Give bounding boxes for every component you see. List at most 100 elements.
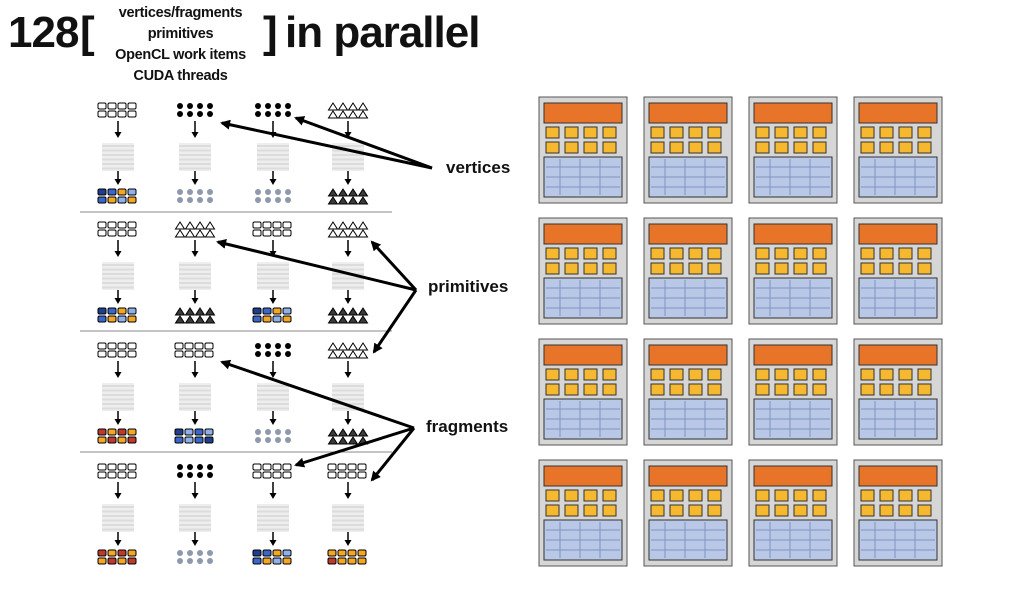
item-square <box>252 463 262 471</box>
core-alu <box>602 262 617 275</box>
label-vertices: vertices <box>446 158 510 177</box>
item-square <box>272 315 282 323</box>
item-dot <box>197 197 203 203</box>
down-arrow-head <box>191 298 199 304</box>
pointer-arrow <box>372 289 418 354</box>
item-square <box>127 229 137 237</box>
core-alu <box>812 504 827 517</box>
item-triangle <box>174 307 186 316</box>
core-fetch-decode <box>543 344 623 366</box>
item-square <box>107 196 117 204</box>
item-square <box>127 221 137 229</box>
core-alu <box>860 489 875 502</box>
core-alu <box>812 489 827 502</box>
down-arrow-head <box>344 251 352 257</box>
down-arrow-head <box>269 179 277 185</box>
item-dot <box>285 343 291 349</box>
shader-core <box>748 217 838 325</box>
item-square <box>107 315 117 323</box>
core-alu <box>564 141 579 154</box>
core-alu <box>650 383 665 396</box>
item-square <box>127 350 137 358</box>
core-alu <box>860 368 875 381</box>
core-alu <box>545 368 560 381</box>
item-dot <box>207 189 213 195</box>
item-triangle <box>327 196 339 205</box>
item-square <box>204 428 214 436</box>
item-dot <box>177 472 183 478</box>
title-item-list: vertices/fragments primitives OpenCL wor… <box>103 3 258 87</box>
core-alu <box>917 368 932 381</box>
item-triangle <box>194 307 206 316</box>
item-triangle <box>327 342 339 351</box>
down-arrow-head <box>269 298 277 304</box>
item-square <box>262 315 272 323</box>
program-block-bg <box>179 262 211 290</box>
item-square <box>194 428 204 436</box>
core-alu <box>583 262 598 275</box>
item-dot <box>187 464 193 470</box>
core-alu <box>602 141 617 154</box>
core-alu <box>669 126 684 139</box>
item-triangle <box>347 188 359 197</box>
core-alu <box>755 262 770 275</box>
core-alu <box>564 262 579 275</box>
item-square <box>282 549 292 557</box>
item-square <box>272 557 282 565</box>
item-square <box>357 549 367 557</box>
core-alu <box>917 383 932 396</box>
item-square <box>252 557 262 565</box>
item-square <box>117 102 127 110</box>
item-square <box>117 557 127 565</box>
item-square <box>184 350 194 358</box>
item-triangle <box>184 229 196 238</box>
item-dot <box>187 558 193 564</box>
item-square <box>272 229 282 237</box>
item-triangle <box>327 221 339 230</box>
item-square <box>262 221 272 229</box>
item-dot <box>187 197 193 203</box>
core-alu <box>774 383 789 396</box>
program-block-bg <box>179 143 211 171</box>
down-arrow-head <box>114 179 122 185</box>
core-alu <box>650 262 665 275</box>
item-square <box>347 557 357 565</box>
core-alu <box>812 141 827 154</box>
core-alu <box>564 504 579 517</box>
title-number: 128 <box>8 8 79 57</box>
item-square <box>117 221 127 229</box>
item-triangle <box>194 315 206 324</box>
core-alu <box>898 368 913 381</box>
core-alu <box>774 504 789 517</box>
item-triangle <box>174 221 186 230</box>
item-dot <box>275 111 281 117</box>
item-square <box>272 221 282 229</box>
core-alu <box>879 504 894 517</box>
item-dot <box>265 343 271 349</box>
item-triangle <box>337 196 349 205</box>
item-triangle <box>357 350 369 359</box>
grid-cell <box>97 342 137 444</box>
down-arrow-head <box>344 372 352 378</box>
item-square <box>127 342 137 350</box>
item-dot <box>285 189 291 195</box>
down-arrow-head <box>344 493 352 499</box>
item-square <box>127 110 137 118</box>
item-square <box>194 436 204 444</box>
item-triangle <box>347 342 359 351</box>
core-alu <box>898 504 913 517</box>
core-fetch-decode <box>648 344 728 366</box>
core-alu <box>602 126 617 139</box>
item-dot <box>187 550 193 556</box>
item-dot <box>177 189 183 195</box>
program-block <box>332 383 364 411</box>
item-triangle <box>327 188 339 197</box>
item-square <box>107 557 117 565</box>
item-dot <box>177 464 183 470</box>
core-alu <box>879 489 894 502</box>
core-alu <box>774 126 789 139</box>
item-square <box>272 463 282 471</box>
item-square <box>252 229 262 237</box>
core-alu <box>879 247 894 260</box>
